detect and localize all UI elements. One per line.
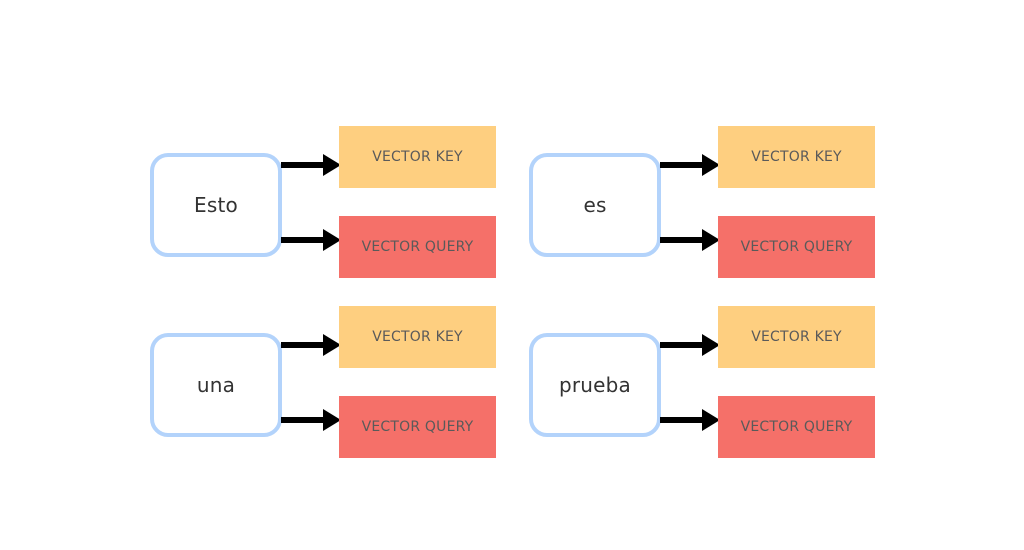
arrow-right-icon (281, 229, 341, 251)
arrow-right-icon (660, 409, 720, 431)
vector-query-box: VECTOR QUERY (718, 396, 875, 458)
arrow-right-icon (660, 229, 720, 251)
vector-key-box: VECTOR KEY (339, 306, 496, 368)
token-group-es: es VECTOR KEY VECTOR QUERY (529, 126, 889, 286)
token-box: prueba (529, 333, 661, 437)
arrow-right-icon (660, 334, 720, 356)
vector-key-box: VECTOR KEY (718, 306, 875, 368)
token-group-prueba: prueba VECTOR KEY VECTOR QUERY (529, 306, 889, 466)
vector-key-box: VECTOR KEY (718, 126, 875, 188)
vector-query-box: VECTOR QUERY (718, 216, 875, 278)
token-group-una: una VECTOR KEY VECTOR QUERY (150, 306, 510, 466)
vector-key-box: VECTOR KEY (339, 126, 496, 188)
vector-query-box: VECTOR QUERY (339, 216, 496, 278)
arrow-right-icon (281, 154, 341, 176)
token-box: es (529, 153, 661, 257)
token-group-esto: Esto VECTOR KEY VECTOR QUERY (150, 126, 510, 286)
arrow-right-icon (660, 154, 720, 176)
arrow-right-icon (281, 334, 341, 356)
token-box: una (150, 333, 282, 437)
token-box: Esto (150, 153, 282, 257)
arrow-right-icon (281, 409, 341, 431)
vector-query-box: VECTOR QUERY (339, 396, 496, 458)
